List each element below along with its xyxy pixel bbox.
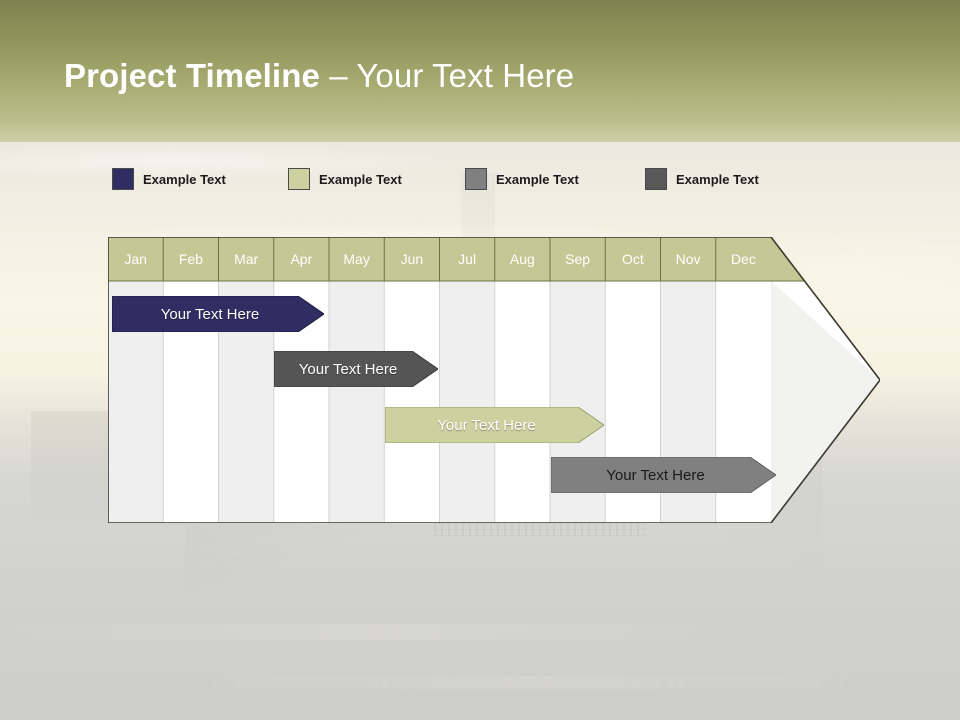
- title-bold: Project Timeline: [64, 57, 320, 94]
- timeline-bar-label-4: Your Text Here: [606, 466, 705, 484]
- timeline-bar-shape-3: [385, 407, 604, 443]
- timeline-bar-label-2: Your Text Here: [298, 360, 398, 378]
- timeline-bar-2[interactable]: Your Text Here: [274, 351, 438, 387]
- month-label-jul[interactable]: Jul: [458, 251, 477, 267]
- legend-swatch-icon-3: [465, 168, 487, 190]
- month-label-aug[interactable]: Aug: [509, 251, 535, 267]
- legend: Example Text Example Text Example Text Exam…: [112, 168, 812, 194]
- timeline-bar-4[interactable]: Your Text Here: [551, 457, 776, 493]
- timeline-bar-canvas-4: [551, 457, 776, 493]
- month-label-jan[interactable]: Jan: [124, 251, 147, 267]
- legend-swatch-icon-2: [288, 168, 310, 190]
- title-rest: Your Text Here: [356, 57, 575, 94]
- timeline-bar-label-1: Your Text Here: [160, 305, 260, 323]
- timeline-bar-canvas-3: [385, 407, 604, 443]
- month-label-mar[interactable]: Mar: [234, 251, 259, 267]
- timeline-bar-1[interactable]: Your Text Here: [112, 296, 324, 332]
- timeline-bar-canvas-2: [274, 351, 438, 387]
- month-label-nov[interactable]: Nov: [675, 251, 701, 267]
- legend-label-4: Example Text: [676, 171, 759, 187]
- header-band: [0, 0, 960, 142]
- chart-arrow-nose: [771, 281, 880, 523]
- legend-item-3[interactable]: Example Text: [465, 168, 579, 190]
- month-label-jun[interactable]: Jun: [400, 251, 424, 267]
- month-column-jun: [384, 281, 440, 523]
- title-dash: –: [319, 57, 357, 94]
- page-title: Project Timeline – Your Text Here: [64, 57, 574, 95]
- timeline-bar-shape-2: [274, 351, 438, 387]
- legend-swatch-icon-4: [645, 168, 667, 190]
- month-label-dec[interactable]: Dec: [730, 251, 756, 267]
- month-label-feb[interactable]: Feb: [178, 251, 203, 267]
- timeline-bar-canvas-1: [112, 296, 324, 332]
- month-label-apr[interactable]: Apr: [290, 251, 313, 267]
- timeline-chart: Jan Feb Mar Apr May Jun Jul Aug Sep Oct Nov Dec You…: [108, 237, 880, 523]
- legend-swatch-icon-1: [112, 168, 134, 190]
- month-label-sep[interactable]: Sep: [565, 251, 591, 267]
- month-column-aug: [494, 281, 550, 523]
- month-label-oct[interactable]: Oct: [621, 251, 644, 267]
- month-column-jul: [439, 281, 495, 523]
- legend-label-1: Example Text: [143, 171, 226, 187]
- month-column-may: [329, 281, 385, 523]
- legend-item-2[interactable]: Example Text: [288, 168, 402, 190]
- legend-label-2: Example Text: [319, 171, 402, 187]
- timeline-bar-shape-1: [112, 296, 324, 332]
- chart-outline: [108, 237, 880, 523]
- timeline-bar-label-3: Your Text Here: [437, 416, 536, 434]
- month-header-row: Jan Feb Mar Apr May Jun Jul Aug Sep Oct Nov Dec: [108, 237, 771, 281]
- month-label-may[interactable]: May: [343, 251, 370, 267]
- legend-item-1[interactable]: Example Text: [112, 168, 226, 190]
- legend-item-4[interactable]: Example Text: [645, 168, 759, 190]
- legend-label-3: Example Text: [496, 171, 579, 187]
- timeline-bar-3[interactable]: Your Text Here: [385, 407, 604, 443]
- month-header-band: [108, 237, 805, 281]
- timeline-bar-shape-4: [551, 457, 776, 493]
